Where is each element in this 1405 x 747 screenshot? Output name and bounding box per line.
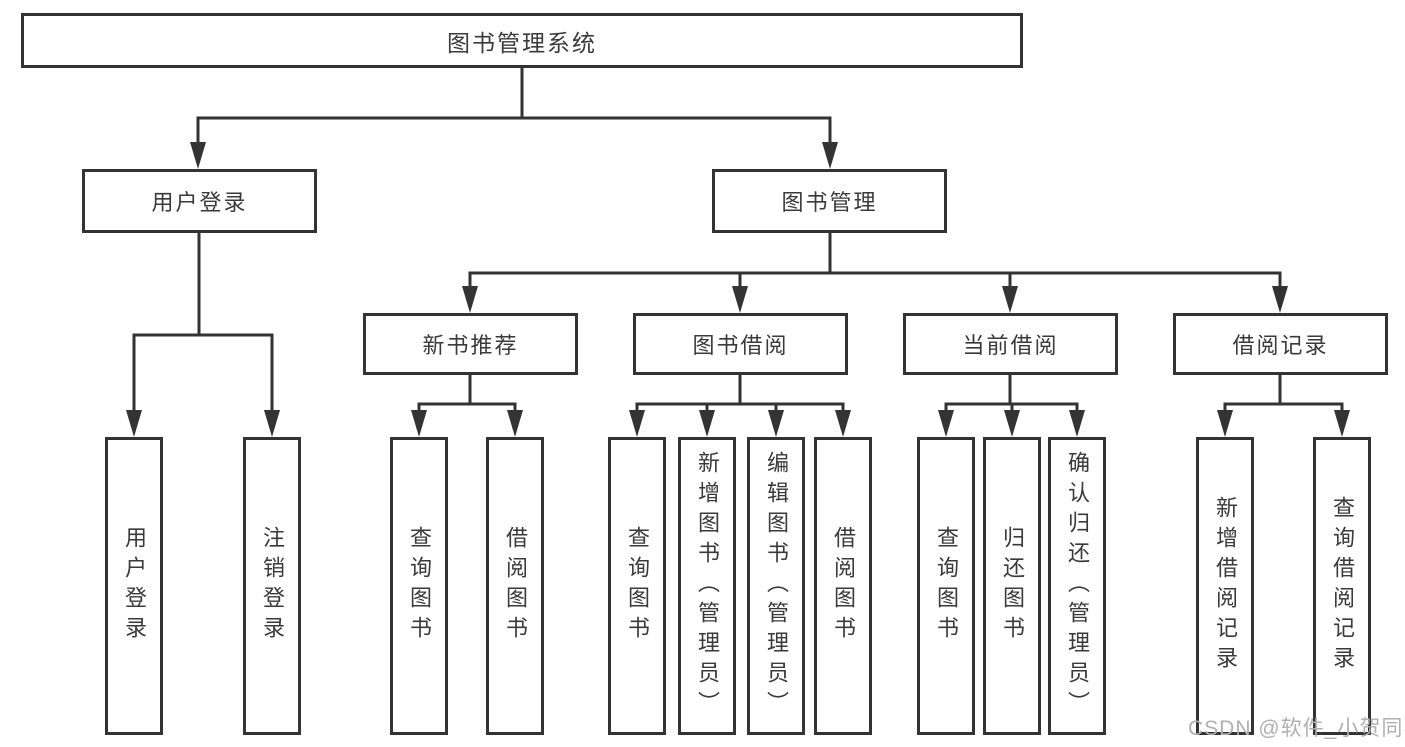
node-library-system: 图书管理系统 <box>21 13 1023 68</box>
node-book-borrow-label: 图书借阅 <box>692 333 789 358</box>
node-new-book-recommend-label: 新书推荐 <box>422 333 519 358</box>
leaf-user-login: 用户登录 <box>105 437 163 735</box>
leaf-query-books-current-label: 查询图书 <box>934 526 959 646</box>
leaf-query-borrow-record: 查询借阅记录 <box>1313 437 1371 735</box>
leaf-edit-books-admin-label: 编辑图书（管理员） <box>764 451 789 721</box>
leaf-borrow-books-borrow: 借阅图书 <box>814 437 872 735</box>
node-library-system-label: 图书管理系统 <box>447 29 597 56</box>
node-borrow-record: 借阅记录 <box>1173 313 1388 375</box>
leaf-return-books: 归还图书 <box>983 437 1041 735</box>
node-user-login-label: 用户登录 <box>151 190 248 215</box>
leaf-add-borrow-record-label: 新增借阅记录 <box>1213 496 1238 676</box>
leaf-add-books-admin-label: 新增图书（管理员） <box>695 451 720 721</box>
node-book-management: 图书管理 <box>712 169 947 233</box>
leaf-query-books-recommend: 查询图书 <box>390 437 448 735</box>
node-user-login: 用户登录 <box>82 169 317 233</box>
leaf-return-books-label: 归还图书 <box>1000 526 1025 646</box>
leaf-confirm-return-admin: 确认归还（管理员） <box>1048 437 1106 735</box>
node-borrow-record-label: 借阅记录 <box>1232 333 1329 358</box>
node-current-borrow-label: 当前借阅 <box>962 333 1059 358</box>
node-book-management-label: 图书管理 <box>781 190 878 215</box>
leaf-query-borrow-record-label: 查询借阅记录 <box>1330 496 1355 676</box>
leaf-query-books-borrow-label: 查询图书 <box>625 526 650 646</box>
leaf-query-books-current: 查询图书 <box>917 437 975 735</box>
leaf-confirm-return-admin-label: 确认归还（管理员） <box>1065 451 1090 721</box>
node-new-book-recommend: 新书推荐 <box>363 313 578 375</box>
leaf-add-borrow-record: 新增借阅记录 <box>1196 437 1254 735</box>
leaf-logout-login-label: 注销登录 <box>260 526 285 646</box>
leaf-logout-login: 注销登录 <box>243 437 301 735</box>
leaf-edit-books-admin: 编辑图书（管理员） <box>747 437 805 735</box>
node-current-borrow: 当前借阅 <box>903 313 1118 375</box>
leaf-borrow-books-recommend: 借阅图书 <box>486 437 544 735</box>
leaf-query-books-borrow: 查询图书 <box>608 437 666 735</box>
leaf-user-login-label: 用户登录 <box>122 526 147 646</box>
csdn-watermark: CSDN @软件_小贺同学 <box>1188 717 1405 740</box>
leaf-query-books-recommend-label: 查询图书 <box>407 526 432 646</box>
node-book-borrow: 图书借阅 <box>633 313 848 375</box>
leaf-borrow-books-borrow-label: 借阅图书 <box>831 526 856 646</box>
leaf-add-books-admin: 新增图书（管理员） <box>678 437 736 735</box>
leaf-borrow-books-recommend-label: 借阅图书 <box>503 526 528 646</box>
